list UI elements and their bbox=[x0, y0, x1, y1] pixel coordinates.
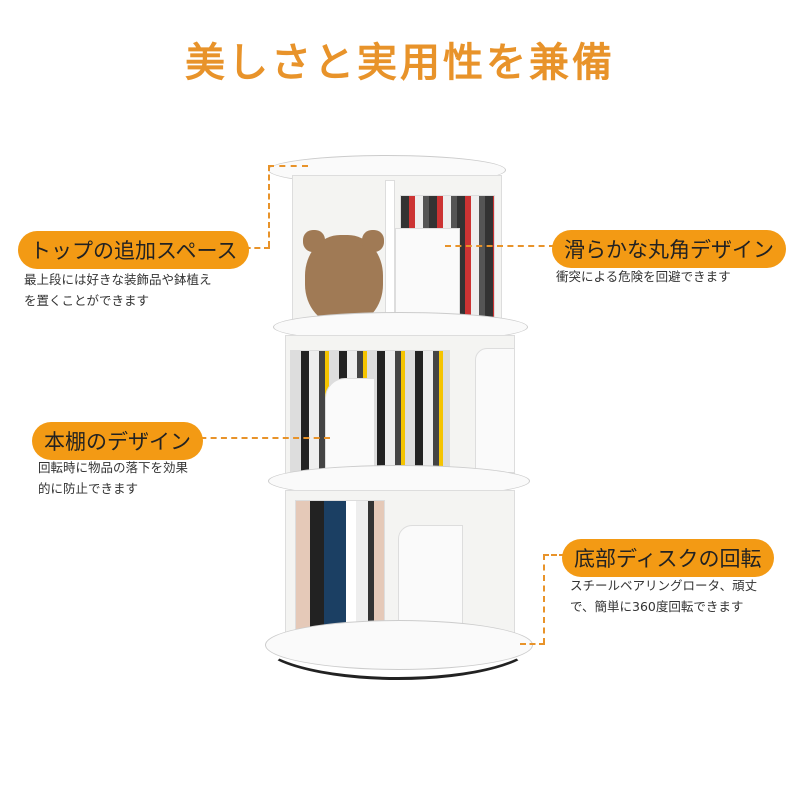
callout-line bbox=[543, 554, 565, 644]
feature-label-top-space: トップの追加スペース bbox=[18, 231, 250, 269]
callout-line bbox=[268, 165, 308, 247]
callout-line bbox=[520, 643, 545, 645]
desc-line: 衝突による危険を回避できます bbox=[556, 269, 731, 284]
desc-line: 的に防止できます bbox=[38, 481, 139, 496]
callout-line bbox=[235, 247, 270, 249]
feature-desc-top-space: 最上段には好きな装飾品や鉢植え を置くことができます bbox=[24, 269, 212, 311]
rotation-arrow-icon bbox=[258, 600, 538, 680]
desc-line: 回転時に物品の落下を効果 bbox=[38, 460, 189, 475]
desc-line: で、簡単に360度回転できます bbox=[570, 599, 744, 614]
page-title: 美しさと実用性を兼備 bbox=[185, 40, 615, 86]
desc-line: スチールベアリングロータ、頑丈 bbox=[570, 578, 758, 593]
callout-line bbox=[445, 245, 555, 247]
feature-desc-bookshelf-design: 回転時に物品の落下を効果 的に防止できます bbox=[38, 457, 188, 499]
feature-desc-rotating-base: スチールベアリングロータ、頑丈 で、簡単に360度回転できます bbox=[570, 575, 757, 617]
desc-line: を置くことができます bbox=[24, 293, 150, 308]
callout-line bbox=[190, 437, 330, 439]
desc-line: 最上段には好きな装飾品や鉢植え bbox=[24, 272, 212, 287]
feature-label-bookshelf-design: 本棚のデザイン bbox=[32, 422, 203, 460]
feature-desc-rounded-corners: 衝突による危険を回避できます bbox=[556, 266, 731, 287]
feature-label-rotating-base: 底部ディスクの回転 bbox=[562, 539, 774, 577]
feature-label-rounded-corners: 滑らかな丸角デザイン bbox=[552, 230, 786, 268]
